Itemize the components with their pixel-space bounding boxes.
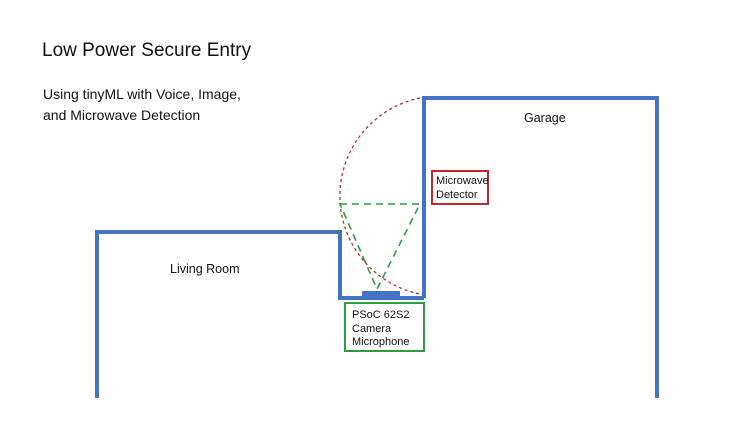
psoc-box	[344, 302, 425, 352]
subtitle-line-2: and Microwave Detection	[43, 107, 201, 123]
microwave-detector-box	[431, 170, 489, 205]
psoc-label-line-2: Camera	[352, 322, 392, 335]
living-room-wall	[95, 230, 424, 398]
microwave-range-arc	[339, 97, 421, 295]
garage-wall	[422, 96, 659, 398]
living-room-label: Living Room	[170, 262, 240, 276]
page-title: Low Power Secure Entry	[42, 40, 252, 61]
subtitle-line-1: Using tinyML with Voice, Image,	[43, 86, 241, 102]
microwave-label-line-1: Microwave	[436, 175, 489, 187]
camera-field-of-view	[338, 203, 422, 291]
sensor-mount	[362, 291, 400, 296]
page-subtitle: Using tinyML with Voice, Image, and Micr…	[43, 84, 241, 126]
psoc-label-line-1: PSoC 62S2	[352, 309, 410, 321]
microwave-detector-label: Microwave Detector	[436, 175, 489, 202]
psoc-label-line-3: Microphone	[352, 336, 410, 348]
microwave-label-line-2: Detector	[436, 188, 478, 201]
psoc-label: PSoC 62S2 Camera Microphone	[352, 309, 409, 350]
garage-label: Garage	[524, 111, 566, 125]
